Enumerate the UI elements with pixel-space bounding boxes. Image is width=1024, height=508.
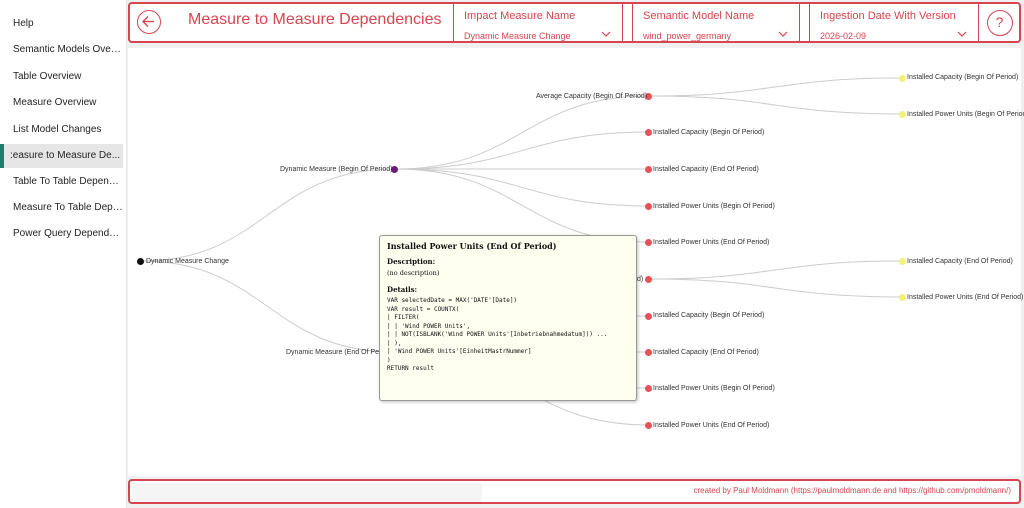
sidebar-nav: Help Semantic Models Overv... Table Over… <box>0 0 127 508</box>
graph-node[interactable] <box>645 349 652 356</box>
slicer-label: Ingestion Date With Version <box>820 10 956 22</box>
footer-credits: created by Paul Moldmann (https://paulmo… <box>693 486 1011 495</box>
svg-text:?: ? <box>996 14 1004 30</box>
graph-node[interactable] <box>899 294 906 301</box>
question-mark-icon: ? <box>996 14 1004 30</box>
impact-measure-slicer[interactable]: Impact Measure Name Dynamic Measure Chan… <box>453 3 623 42</box>
footer-bar: created by Paul Moldmann (https://paulmo… <box>128 479 1021 504</box>
tooltip-code: VAR selectedDate = MAX('DATE'[Date]) VAR… <box>387 297 608 372</box>
graph-node[interactable] <box>645 276 652 283</box>
ingestion-date-slicer[interactable]: Ingestion Date With Version 2026-02-09 <box>809 3 979 42</box>
node-label: Installed Capacity (End Of Period) <box>653 166 759 173</box>
back-button[interactable] <box>137 10 161 34</box>
node-label: Dynamic Measure Change <box>146 258 229 265</box>
graph-node[interactable] <box>899 258 906 265</box>
node-label: Installed Capacity (Begin Of Period) <box>907 74 1019 81</box>
node-label: Installed Power Units (End Of Period) <box>653 239 770 246</box>
node-label: Installed Power Units (Begin Of Period) <box>653 203 775 210</box>
node-label: Average Capacity (Begin Of Period) <box>536 93 648 100</box>
node-label: Installed Capacity (Begin Of Period) <box>653 129 765 136</box>
node-label: Installed Power Units (Begin Of Period) <box>653 385 775 392</box>
graph-node[interactable] <box>645 239 652 246</box>
graph-node[interactable] <box>899 75 906 82</box>
node-label: Installed Capacity (Begin Of Period) <box>653 312 765 319</box>
graph-node[interactable] <box>645 203 652 210</box>
slicer-value[interactable]: wind_power_germany <box>643 31 732 41</box>
semantic-model-slicer[interactable]: Semantic Model Name wind_power_germany <box>632 3 800 42</box>
slicer-label: Impact Measure Name <box>464 10 576 22</box>
tooltip-description: (no description) <box>387 269 440 277</box>
graph-node[interactable] <box>645 422 652 429</box>
graph-node[interactable] <box>645 313 652 320</box>
node-label: Installed Capacity (End Of Period) <box>653 349 759 356</box>
slicer-label: Semantic Model Name <box>643 10 755 22</box>
tooltip-description-label: Description: <box>387 257 436 266</box>
graph-node[interactable] <box>391 166 398 173</box>
node-tooltip: Installed Power Units (End Of Period) De… <box>379 235 637 401</box>
node-label: Installed Capacity (End Of Period) <box>907 258 1013 265</box>
arrow-left-icon <box>142 16 154 27</box>
chevron-down-icon[interactable] <box>956 28 968 40</box>
slicer-value[interactable]: Dynamic Measure Change <box>464 31 571 41</box>
tooltip-details-label: Details: <box>387 285 418 294</box>
help-button[interactable]: ? <box>987 10 1013 36</box>
node-label: Installed Power Units (End Of Period) <box>907 294 1024 301</box>
slicer-value[interactable]: 2026-02-09 <box>820 31 867 41</box>
chevron-down-icon[interactable] <box>777 28 789 40</box>
node-label: Dynamic Measure (Begin Of Period) <box>280 166 393 173</box>
graph-node[interactable] <box>645 129 652 136</box>
graph-node[interactable] <box>899 111 906 118</box>
graph-node[interactable] <box>645 385 652 392</box>
graph-node[interactable] <box>137 258 144 265</box>
graph-node[interactable] <box>645 166 652 173</box>
chevron-down-icon[interactable] <box>600 28 612 40</box>
node-label: Installed Power Units (End Of Period) <box>653 422 770 429</box>
tooltip-title: Installed Power Units (End Of Period) <box>387 241 557 251</box>
footer-shade <box>132 483 482 502</box>
node-label: Installed Power Units (Begin Of Period) <box>907 111 1024 118</box>
node-label: Dynamic Measure (End Of Period) <box>286 349 393 356</box>
page-title: Measure to Measure Dependencies <box>188 11 442 28</box>
node-label: d) <box>637 276 644 283</box>
sidebar-item-measure-to-measure[interactable]: :easure to Measure De... <box>0 144 123 168</box>
graph-node[interactable] <box>645 93 652 100</box>
